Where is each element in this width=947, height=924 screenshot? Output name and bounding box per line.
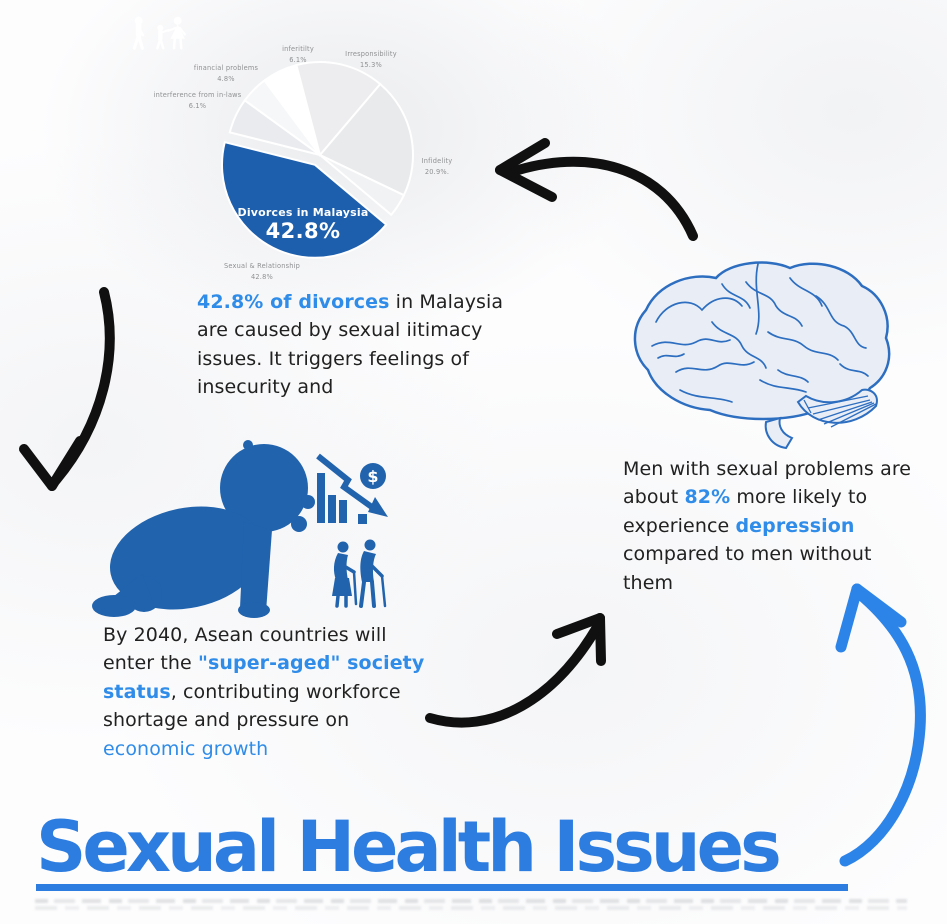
pie-center-label: Divorces in Malaysia 42.8% bbox=[223, 206, 383, 243]
pie-label-text: Infidelity bbox=[421, 157, 453, 165]
pie-label-pct: 6.1% bbox=[188, 101, 207, 110]
pie-label-irresponsibility: Irresponsibility 15.3% bbox=[321, 49, 421, 71]
arrow-brain-to-pie-icon bbox=[495, 138, 698, 241]
aging-accent-economic-growth: economic growth bbox=[103, 737, 269, 760]
pie-label-text: interference from in-laws bbox=[153, 91, 242, 99]
down-arrow-shaft bbox=[316, 453, 378, 513]
down-arrowhead bbox=[368, 497, 388, 517]
pie-center-title: Divorces in Malaysia bbox=[237, 206, 369, 219]
depression-accent-82: 82% bbox=[684, 486, 731, 509]
pie-chart: inferitilty 6.1% Irresponsibility 15.3% … bbox=[130, 15, 490, 295]
depression-t2: more likely to experience bbox=[623, 486, 868, 537]
fine-print-line bbox=[35, 906, 907, 910]
pie-label-inferitilty: inferitilty 6.1% bbox=[248, 44, 348, 66]
baby-icon bbox=[92, 440, 315, 618]
pie-label-text: Sexual & Relationship bbox=[223, 262, 301, 270]
fine-print-line bbox=[35, 899, 907, 903]
bar bbox=[339, 500, 347, 523]
title-underline bbox=[36, 884, 848, 891]
dollar-icon bbox=[360, 463, 386, 489]
decline-chart-icon: $ bbox=[316, 453, 388, 524]
pie-label-text: Irresponsibility bbox=[345, 50, 397, 58]
pie-slice-infidelity bbox=[318, 82, 414, 197]
cerebellum-hatching bbox=[803, 395, 877, 428]
depression-t1: Men with sexual problems are about bbox=[623, 458, 912, 509]
pie-label-pct: 42.8% bbox=[251, 272, 273, 281]
family-icon bbox=[132, 16, 186, 50]
bar bbox=[317, 473, 325, 523]
pie-label-pct: 15.3% bbox=[360, 60, 382, 69]
pie-svg bbox=[221, 61, 414, 259]
pie-center-value: 42.8% bbox=[265, 219, 341, 243]
pie-label-pct: 6.1% bbox=[289, 55, 307, 64]
arrow-title-to-brain-icon bbox=[835, 583, 926, 867]
pie-slice-irresponsibility bbox=[295, 61, 382, 158]
divorce-rest: in Malaysia are caused by sexual iitimac… bbox=[197, 291, 504, 399]
brain-illustration bbox=[633, 261, 891, 450]
elderly-couple-icon bbox=[332, 539, 387, 608]
page-title: Sexual Health Issues bbox=[36, 806, 782, 888]
depression-accent-depression: depression bbox=[735, 514, 855, 537]
brain-gyri bbox=[651, 263, 869, 403]
divorce-text: 42.8% of divorces in Malaysia are caused… bbox=[197, 288, 512, 402]
bar bbox=[328, 495, 336, 523]
pie-slice-sexual-relationship bbox=[221, 140, 388, 259]
aging-t2: , contributing workforce shortage and pr… bbox=[103, 680, 401, 732]
aging-t1: By 2040, Asean countries will enter the bbox=[103, 624, 387, 675]
bar bbox=[358, 514, 367, 524]
aging-accent-super-aged: "super-aged" society status bbox=[103, 652, 425, 703]
pie-label-sexual-relationship: Sexual & Relationship 42.8% bbox=[192, 261, 332, 283]
depression-t4: them bbox=[623, 571, 674, 594]
pie-label-pct: 4.8% bbox=[217, 74, 235, 83]
pie-label-in-laws: interference from in-laws 6.1% bbox=[130, 90, 265, 112]
divorce-accent: 42.8% of divorces bbox=[197, 291, 390, 313]
pie-label-text: financial problems bbox=[193, 64, 259, 72]
aging-text: By 2040, Asean countries will enter the … bbox=[103, 621, 441, 763]
dollar-glyph: $ bbox=[367, 467, 378, 486]
pie-slice-other bbox=[319, 154, 406, 217]
pie-label-pct: 20.9%. bbox=[424, 167, 450, 176]
depression-t3: compared to men without bbox=[623, 543, 872, 566]
pie-label-infidelity: Infidelity 20.9%. bbox=[387, 156, 487, 178]
pie-label-text: inferitilty bbox=[282, 45, 314, 53]
depression-text: Men with sexual problems are about 82% m… bbox=[623, 455, 928, 597]
arrow-baby-to-brain-icon bbox=[425, 613, 606, 728]
pie-label-financial-problems: financial problems 4.8% bbox=[176, 63, 276, 85]
